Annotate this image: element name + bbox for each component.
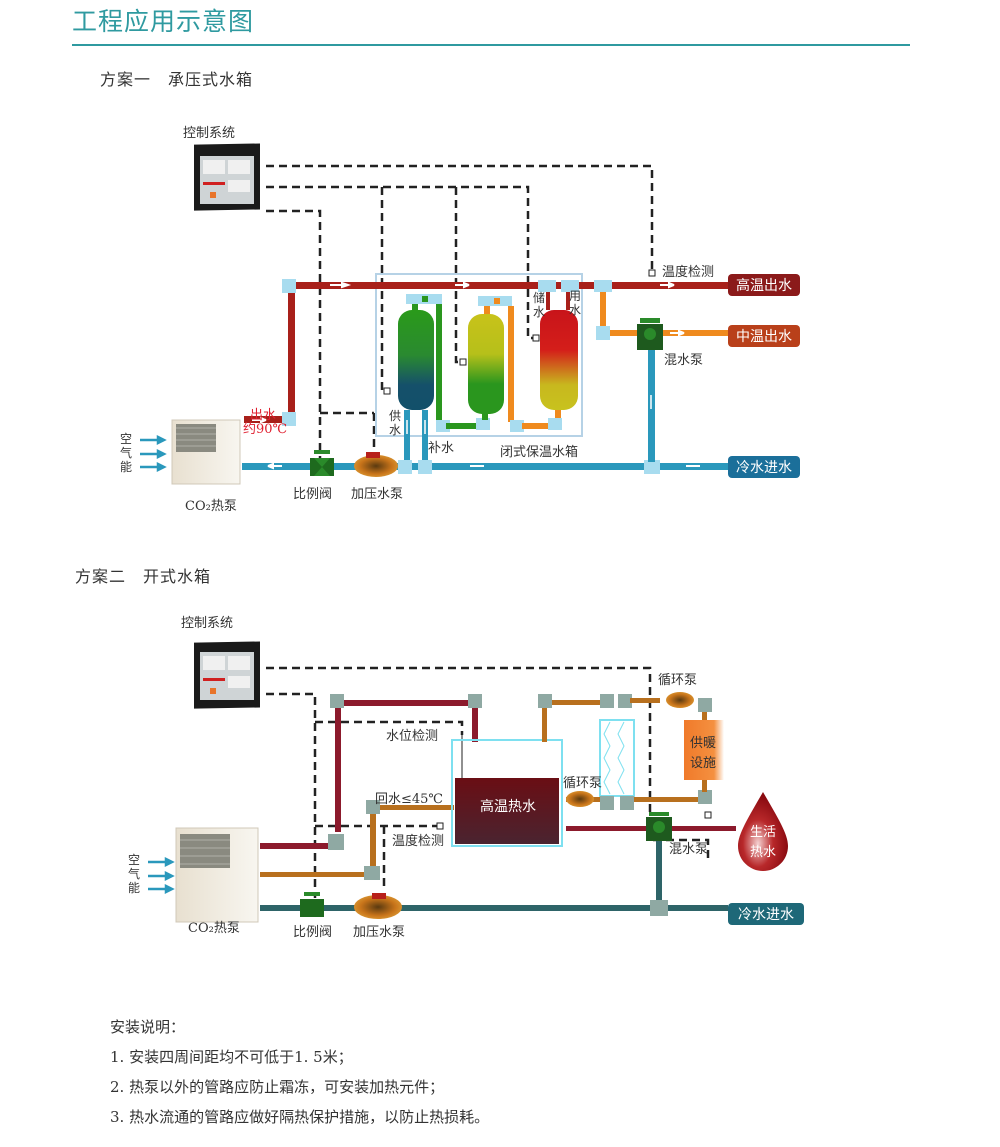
install-notes: 安装说明： 1. 安装四周间距均不可低于1. 5米； 2. 热泵以外的管路应防止… (110, 1012, 489, 1132)
air-label-1: 空 (120, 432, 132, 446)
circ-pump-label-1: 循环泵 (658, 673, 697, 688)
mixing-pump-2 (646, 812, 672, 841)
heating-facility: 供暖 设施 (684, 720, 724, 780)
hot-water-level (455, 778, 559, 844)
makeup-label: 补水 (428, 441, 454, 456)
control-system-2 (194, 641, 260, 709)
outlet-label-2: 约90℃ (243, 422, 287, 437)
heat-exchanger (599, 719, 635, 797)
scheme2-heading: 方案二 开式水箱 (75, 567, 212, 586)
supply-label-1: 供 (389, 409, 401, 423)
level-sensor-label: 水位检测 (386, 729, 438, 744)
tank-1 (398, 310, 434, 410)
output-cold-in: 冷水进水 (728, 456, 800, 478)
svg-text:设施: 设施 (690, 756, 716, 771)
control-wires-1 (266, 164, 654, 460)
tank-label-2: 高温热水 (480, 798, 536, 815)
booster-pump-1 (354, 452, 398, 477)
tank-3 (540, 310, 578, 410)
svg-text:热水: 热水 (750, 845, 776, 860)
hot-main-pipe (288, 282, 728, 289)
output-high-temp: 高温出水 (728, 274, 800, 296)
control-system-1 (194, 143, 260, 211)
heat-pump-label-1: CO₂热泵 (185, 499, 237, 514)
svg-text:冷水进水: 冷水进水 (738, 907, 794, 923)
svg-text:生活: 生活 (750, 825, 776, 840)
air-label-2: 气 (120, 445, 132, 460)
temp-sensor-2 (436, 822, 444, 830)
closed-tank-box (375, 273, 583, 437)
circulation-pump-1 (666, 692, 694, 708)
circulation-pump-2 (566, 791, 594, 807)
open-tank (451, 739, 563, 847)
air-arrows-1 (140, 434, 167, 473)
ratio-valve-2 (300, 892, 324, 917)
air-label-3: 能 (120, 460, 132, 474)
air2-label-1: 空 (128, 853, 140, 867)
svg-text:高温出水: 高温出水 (736, 277, 792, 294)
output-mid-temp: 中温出水 (728, 325, 800, 347)
use-label-1: 用 (569, 289, 581, 303)
outlet-label-1: 出水 (250, 408, 276, 423)
control-label-2: 控制系统 (181, 616, 233, 631)
temp-sensor-label-1: 温度检测 (662, 264, 714, 280)
temp-sensor-1 (648, 269, 656, 277)
return-label: 回水≤45℃ (375, 792, 443, 807)
mixing-pump-label-2: 混水泵 (669, 842, 708, 857)
booster-pump-label-1: 加压水泵 (351, 487, 403, 502)
note-item: 2. 热泵以外的管路应防止霜冻，可安装加热元件； (110, 1078, 445, 1096)
control-label-1: 控制系统 (183, 126, 235, 141)
mixing-pump-1 (637, 318, 663, 350)
note-item: 1. 安装四周间距均不可低于1. 5米； (110, 1048, 353, 1066)
tank-2 (468, 314, 504, 414)
domestic-hot-water-drop: 生活 热水 (738, 792, 788, 871)
notes-heading: 安装说明： (110, 1018, 186, 1036)
supply-label-2: 水 (389, 423, 401, 437)
store-label-1: 储 (533, 290, 545, 305)
air-arrows-2 (148, 856, 175, 895)
mixing-pump-label-1: 混水泵 (664, 353, 703, 368)
booster-pump-label-2: 加压水泵 (353, 925, 405, 940)
note-item: 3. 热水流通的管路应做好隔热保护措施，以防止热损耗。 (110, 1108, 490, 1126)
page-title: 工程应用示意图 (72, 7, 255, 36)
tank-label-1: 闭式保温水箱 (500, 444, 578, 460)
air2-label-3: 能 (128, 881, 140, 895)
booster-pump-2 (354, 893, 402, 919)
svg-text:中温出水: 中温出水 (736, 329, 792, 345)
cold-main-pipe (242, 463, 728, 470)
air2-label-2: 气 (128, 866, 140, 881)
svg-text:冷水进水: 冷水进水 (736, 460, 792, 476)
title-divider (72, 44, 910, 46)
ratio-valve-label-2: 比例阀 (293, 925, 332, 940)
co2-heat-pump-1 (171, 419, 241, 485)
use-label-2: 水 (569, 303, 581, 317)
circ-pump-label-2: 循环泵 (563, 776, 602, 791)
scheme1-heading: 方案一 承压式水箱 (100, 70, 254, 89)
temp-sensor-label-2: 温度检测 (392, 833, 444, 849)
store-label-2: 水 (533, 305, 545, 319)
ratio-valve-1 (310, 450, 334, 476)
output-cold-in-2: 冷水进水 (728, 903, 804, 925)
heat-pump-label-2: CO₂热泵 (188, 921, 240, 936)
ratio-valve-label-1: 比例阀 (293, 487, 332, 502)
co2-heat-pump-2 (175, 827, 259, 923)
svg-text:供暖: 供暖 (690, 736, 716, 751)
